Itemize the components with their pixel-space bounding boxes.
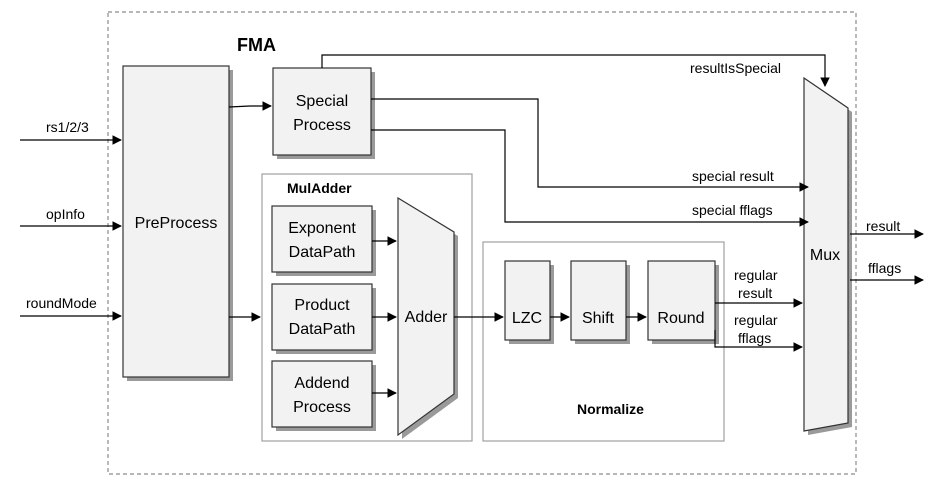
addend-label-2: Process — [293, 399, 351, 416]
special-fflags-label: special fflags — [692, 202, 773, 218]
product-label-1: Product — [294, 297, 350, 314]
addend-label-1: Addend — [294, 375, 349, 392]
result-output-label: result — [866, 218, 900, 234]
special-process-block — [272, 67, 372, 156]
pre-to-special-arrow — [228, 101, 272, 111]
addend-process-block — [271, 360, 373, 428]
muladder-group — [261, 173, 473, 442]
preprocess-block — [122, 65, 230, 378]
product-datapath-block — [271, 283, 373, 351]
regular-fflags-label-2: fflags — [738, 330, 771, 346]
opinfo-label: opInfo — [46, 206, 85, 222]
normalize-label: Normalize — [577, 401, 644, 417]
exponent-label-2: DataPath — [289, 244, 356, 261]
result-is-special-arrow — [321, 54, 830, 87]
mux-label: Mux — [810, 247, 840, 264]
muladder-label: MulAdder — [287, 180, 352, 196]
regular-fflags-label-1: regular — [734, 312, 778, 328]
special-result-arrow — [371, 98, 809, 192]
result-is-special-label: resultIsSpecial — [690, 60, 781, 76]
normalize-group — [482, 241, 725, 442]
fma-boundary — [107, 11, 857, 475]
regular-result-label-1: regular — [734, 267, 778, 283]
adder-label: Adder — [405, 309, 448, 326]
lzc-block — [504, 260, 551, 341]
lzc-label: LZC — [512, 310, 542, 327]
shift-label: Shift — [582, 310, 615, 327]
product-label-2: DataPath — [289, 321, 356, 338]
special-result-label: special result — [692, 168, 774, 184]
roundmode-label: roundMode — [26, 295, 97, 311]
shift-block — [570, 260, 627, 341]
regular-fflags-arrow — [714, 330, 803, 352]
special-process-label-1: Special — [296, 93, 348, 110]
mux-block — [803, 76, 849, 432]
fflags-output-label: fflags — [868, 260, 901, 276]
regular-result-label-2: result — [738, 285, 772, 301]
adder-block — [397, 196, 455, 437]
preprocess-label: PreProcess — [135, 215, 218, 232]
round-block — [647, 260, 716, 341]
round-label: Round — [657, 310, 704, 327]
exponent-datapath-block — [271, 205, 373, 273]
rs-label: rs1/2/3 — [46, 119, 89, 135]
special-process-label-2: Process — [293, 117, 351, 134]
special-fflags-arrow — [371, 129, 809, 227]
fma-title: FMA — [237, 35, 276, 55]
exponent-label-1: Exponent — [288, 220, 356, 237]
